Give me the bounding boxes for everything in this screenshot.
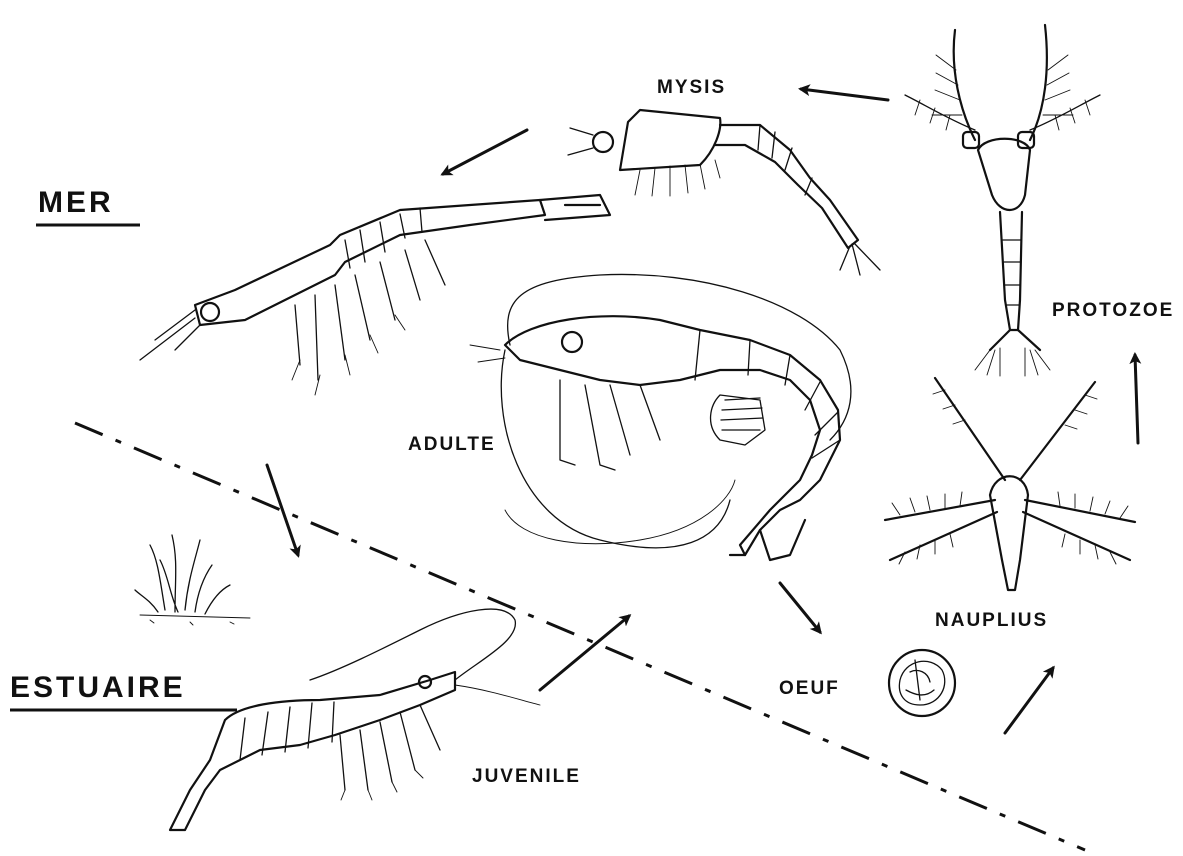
arrow-adult-to-egg xyxy=(780,583,820,632)
stage-label-protozoe: PROTOZOE xyxy=(1052,300,1174,321)
zone-label-estuary: ESTUAIRE xyxy=(10,671,186,704)
stage-label-nauplius: NAUPLIUS xyxy=(935,610,1048,631)
seagrass-drawing xyxy=(135,535,250,625)
arrow-postlarva-to-estuary xyxy=(267,465,298,555)
arrow-protozoe-to-mysis xyxy=(801,89,888,100)
mysis-drawing xyxy=(568,110,880,275)
stage-label-juvenile: JUVENILE xyxy=(472,766,581,787)
egg-drawing xyxy=(889,650,955,716)
juvenile-shrimp-drawing xyxy=(170,609,540,830)
arrow-egg-to-nauplius xyxy=(1005,668,1053,733)
stage-label-egg: OEUF xyxy=(779,678,840,699)
arrow-nauplius-to-protozoe xyxy=(1135,355,1138,443)
protozoe-drawing xyxy=(905,25,1100,376)
stage-label-adult: ADULTE xyxy=(408,434,496,455)
arrow-mysis-to-postlarva xyxy=(443,130,527,174)
stage-label-mysis: MYSIS xyxy=(657,77,726,98)
nauplius-drawing xyxy=(885,378,1135,590)
adult-shrimp-drawing xyxy=(470,274,851,560)
zone-label-sea: MER xyxy=(38,186,114,219)
